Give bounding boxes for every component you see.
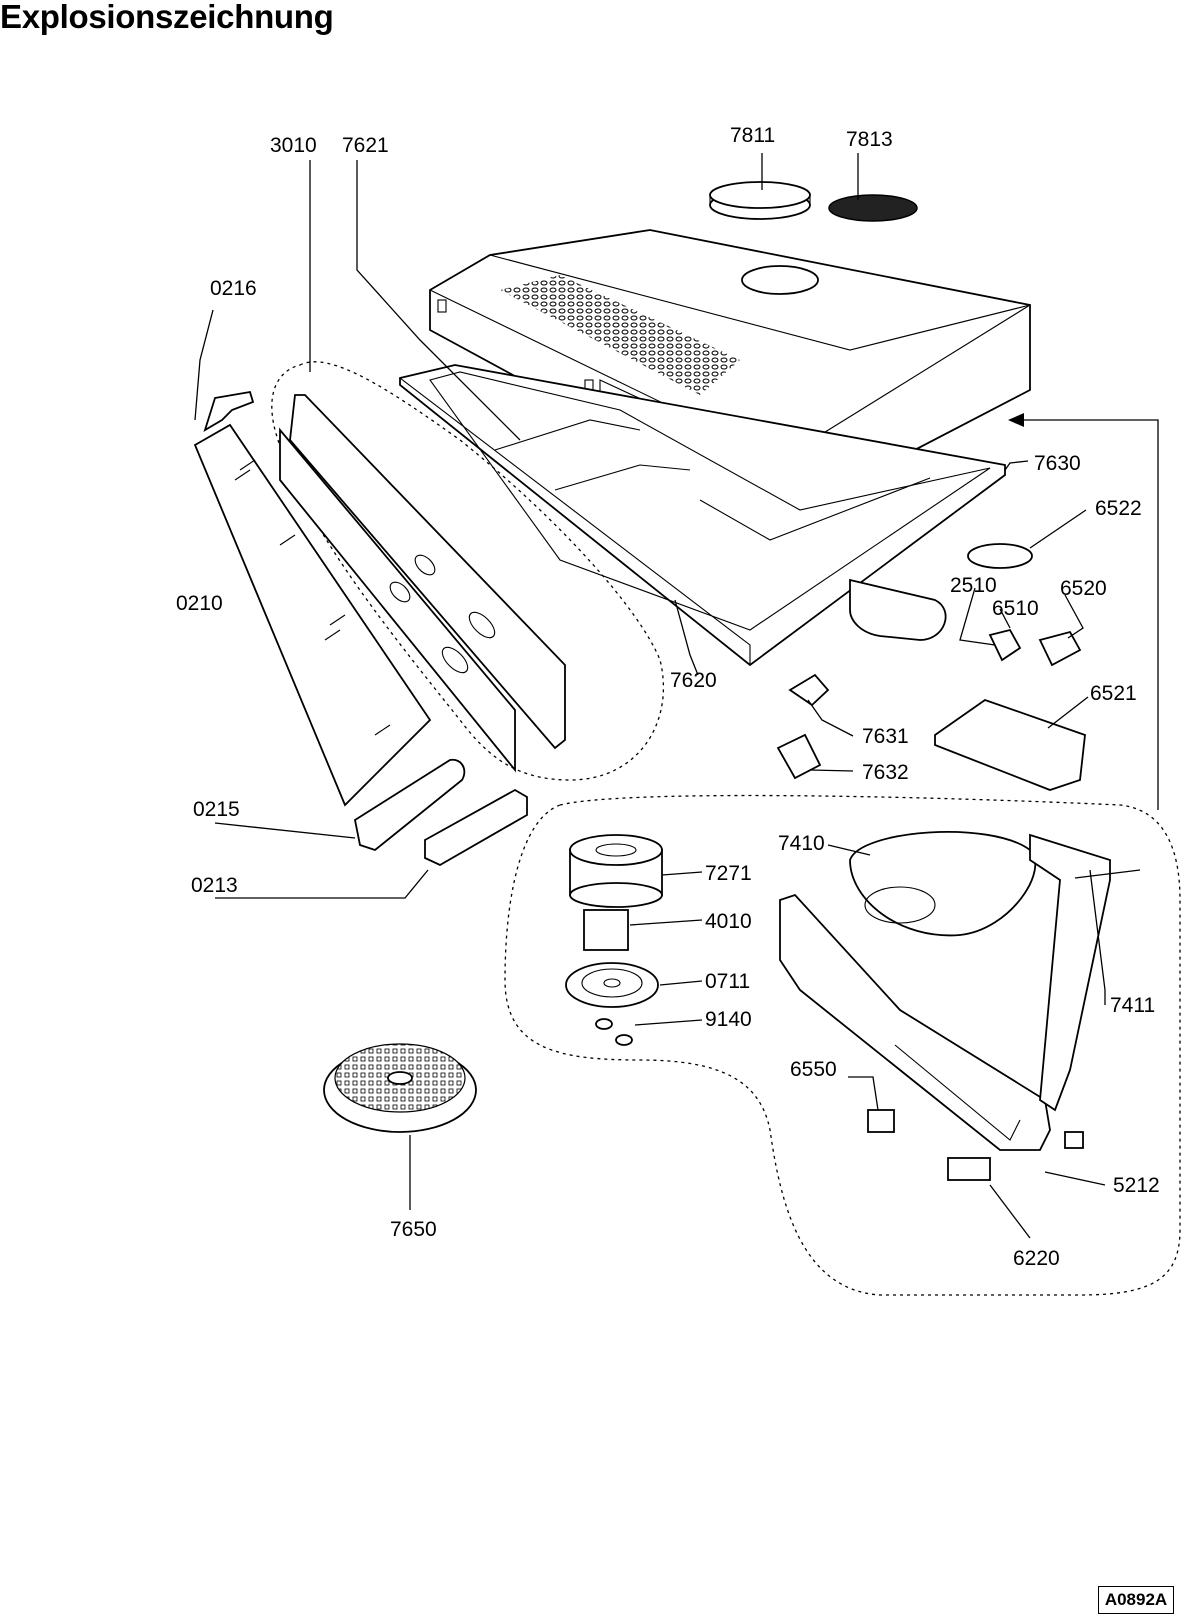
capacitor-4010 xyxy=(583,909,629,951)
arrow-head xyxy=(1008,413,1024,427)
part-label-5212: 5212 xyxy=(1113,1174,1160,1197)
group-outline-3010 xyxy=(271,361,665,781)
clip-5212 xyxy=(1064,1131,1084,1149)
part-label-6550: 6550 xyxy=(790,1058,837,1081)
fan-housing xyxy=(779,831,1111,1151)
part-label-0216: 0216 xyxy=(210,277,257,300)
assembly-arrow xyxy=(1018,419,1159,810)
part-label-0711: 0711 xyxy=(705,970,750,993)
part-label-7621: 7621 xyxy=(342,134,389,157)
fan-wheel-0711 xyxy=(565,962,659,1008)
clip-7632 xyxy=(776,733,822,780)
control-unit-0213 xyxy=(424,788,528,867)
exhaust-collar xyxy=(709,181,811,220)
bracket-0216 xyxy=(203,390,255,432)
part-label-9140: 9140 xyxy=(705,1008,752,1031)
lamp-6510 xyxy=(988,628,1022,662)
leader-lines xyxy=(194,153,1141,1239)
page-title: Explosionszeichnung xyxy=(0,0,334,35)
nut-9140 xyxy=(595,1018,613,1030)
switch-plate-6521 xyxy=(934,698,1086,791)
part-label-6522: 6522 xyxy=(1095,497,1142,520)
part-label-4010: 4010 xyxy=(705,910,752,933)
part-label-7632: 7632 xyxy=(862,761,909,784)
part-label-7410: 7410 xyxy=(778,832,825,855)
side-cap-0215 xyxy=(353,758,466,852)
group-outline-fan-assembly xyxy=(504,794,1181,1296)
lamp-holder-6520 xyxy=(1038,630,1082,667)
part-label-6521: 6521 xyxy=(1090,682,1137,705)
glass-panel xyxy=(193,423,432,807)
part-label-0213: 0213 xyxy=(191,874,238,897)
switch-6550 xyxy=(867,1109,895,1133)
lamp-cover-6522 xyxy=(967,543,1033,569)
front-panel xyxy=(279,394,566,773)
filter-tray xyxy=(399,364,1006,667)
part-label-7811: 7811 xyxy=(730,124,775,147)
fan-motor-7271 xyxy=(569,834,663,908)
part-label-0210: 0210 xyxy=(176,592,223,615)
part-label-2510: 2510 xyxy=(950,574,997,597)
part-label-7620: 7620 xyxy=(670,669,717,692)
part-label-3010: 3010 xyxy=(270,134,317,157)
part-label-6510: 6510 xyxy=(992,597,1039,620)
drawing-code: A0892A xyxy=(1098,1586,1174,1614)
part-label-7631: 7631 xyxy=(862,725,909,748)
part-label-7411: 7411 xyxy=(1110,994,1155,1017)
part-label-6220: 6220 xyxy=(1013,1247,1060,1270)
part-label-0215: 0215 xyxy=(193,798,240,821)
clip-7631 xyxy=(788,673,830,707)
grease-filter-clip xyxy=(849,578,947,641)
washer-9140 xyxy=(615,1034,633,1046)
part-label-7813: 7813 xyxy=(846,128,893,151)
switch-6220 xyxy=(947,1157,991,1181)
backflow-flap xyxy=(828,194,918,222)
part-label-7650: 7650 xyxy=(390,1218,437,1241)
part-label-7630: 7630 xyxy=(1034,452,1081,475)
part-label-6520: 6520 xyxy=(1060,577,1107,600)
part-label-7271: 7271 xyxy=(705,862,752,885)
charcoal-filter-7650 xyxy=(323,1043,477,1133)
